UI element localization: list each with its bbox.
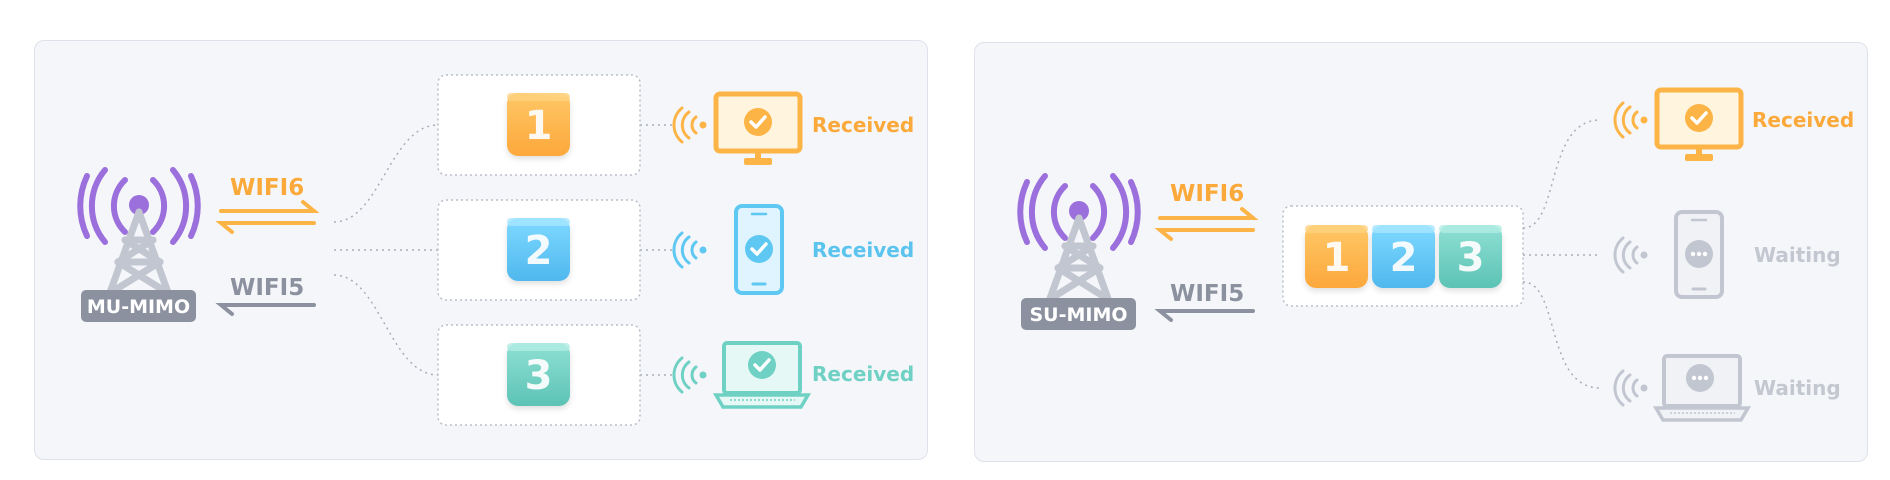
mu-packet-box-1: 1 — [437, 74, 641, 176]
mu-wifi5-label: WIFI5 — [230, 275, 304, 301]
su-packet-number: 3 — [1457, 235, 1485, 281]
phone-icon — [734, 204, 784, 295]
mu-wifi6-label: WIFI6 — [230, 175, 304, 201]
mu-wifi5-arrow-icon — [215, 303, 316, 316]
mu-signal-icon-1 — [672, 106, 707, 144]
su-packet-number: 1 — [1323, 235, 1351, 281]
laptop-icon — [712, 341, 812, 409]
mu-packet-number: 1 — [525, 103, 553, 149]
monitor-icon — [713, 91, 803, 165]
su-signal-icon-1 — [1613, 101, 1648, 139]
su-wifi6-arrows-icon — [1154, 207, 1259, 241]
su-connectors — [1522, 119, 1601, 389]
mu-wifi6-arrows-icon — [215, 200, 320, 234]
mu-packet-number: 3 — [525, 353, 553, 399]
mu-packet-box-3: 3 — [437, 324, 641, 426]
phone-icon — [1674, 210, 1724, 299]
su-signal-icon-3 — [1613, 369, 1648, 407]
su-wifi6-label: WIFI6 — [1170, 181, 1244, 207]
su-tower-icon: SU-MIMO — [1017, 173, 1141, 330]
su-wifi5-label: WIFI5 — [1170, 281, 1244, 307]
mu-status-label: Received — [812, 113, 914, 137]
su-wifi5-arrow-icon — [1154, 309, 1255, 322]
su-status-label: Received — [1752, 108, 1854, 132]
su-status-label: Waiting — [1754, 376, 1841, 400]
su-status-label: Waiting — [1754, 243, 1841, 267]
mu-status-label: Received — [812, 238, 914, 262]
mu-tower-label: MU-MIMO — [87, 296, 190, 318]
mu-connectors — [333, 124, 676, 376]
mu-packet-box-2: 2 — [437, 199, 641, 301]
mu-signal-icon-2 — [672, 231, 707, 269]
laptop-icon — [1652, 354, 1752, 422]
monitor-icon — [1654, 87, 1744, 161]
su-signal-icon-2 — [1613, 236, 1648, 274]
su-tower-label: SU-MIMO — [1029, 304, 1127, 326]
mu-status-label: Received — [812, 362, 914, 386]
su-packet-number: 2 — [1390, 235, 1418, 281]
su-packet-box: 1 2 3 — [1282, 205, 1524, 307]
mu-tower-icon: MU-MIMO — [77, 167, 201, 322]
mu-packet-number: 2 — [525, 228, 553, 274]
mu-signal-icon-3 — [672, 356, 707, 394]
